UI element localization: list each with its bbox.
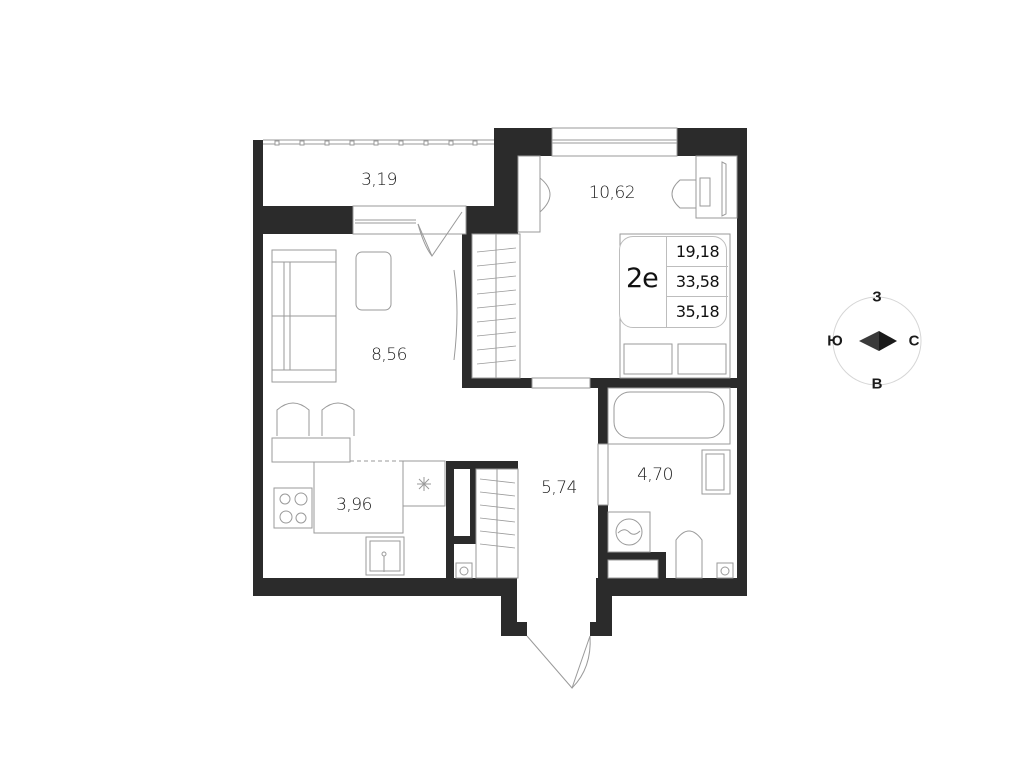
area-summary-column: 19,18 33,58 35,18: [666, 237, 728, 327]
furniture: [271, 155, 738, 579]
balcony-railing: [263, 139, 494, 146]
total-with-balcony-value: 35,18: [675, 302, 720, 321]
windows: [352, 127, 678, 506]
room-area-balcony: 3,19: [361, 170, 397, 190]
room-area-kitchen: 3,96: [336, 495, 372, 515]
compass-left-label: Ю: [827, 332, 843, 350]
doors: [417, 211, 591, 689]
apartment-summary-box: 2е 19,18 33,58 35,18: [619, 236, 728, 328]
compass: З В Ю С: [824, 284, 928, 394]
total-area-value: 33,58: [667, 267, 728, 297]
apartment-type: 2е: [626, 263, 659, 294]
compass-bottom-label: В: [871, 375, 883, 393]
compass-right-label: С: [908, 332, 920, 350]
compass-top-label: З: [872, 288, 882, 306]
wardrobe-hatching: [476, 247, 517, 549]
living-area-value: 19,18: [667, 237, 728, 267]
room-area-bedroom: 10,62: [588, 183, 636, 203]
room-area-bathroom: 4,70: [637, 465, 673, 485]
walls: [253, 128, 747, 636]
room-area-hallway: 5,74: [541, 478, 577, 498]
room-area-living-room: 8,56: [371, 345, 407, 365]
compass-graphic: [832, 296, 922, 386]
